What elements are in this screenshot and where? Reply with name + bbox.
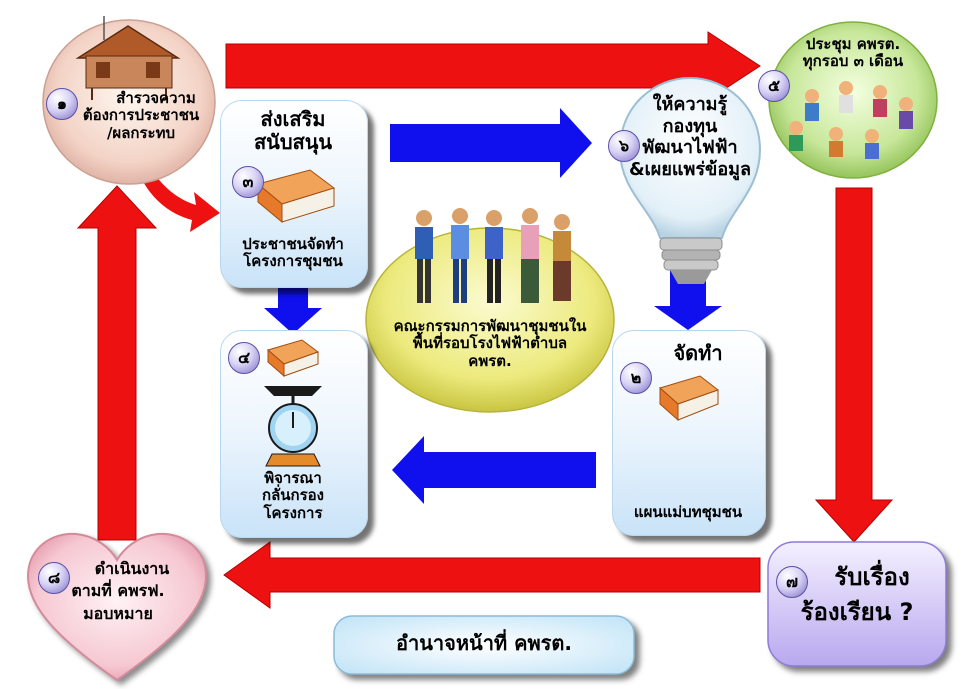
committee-line: คพรต. (468, 351, 512, 370)
plan-box (612, 330, 766, 536)
promote-title: ส่งเสริม สนับสนุน (220, 108, 366, 154)
promote-title-line: สนับสนุน (253, 130, 333, 154)
committee-line: พื้นที่รอบโรงไฟฟ้าตำบล (412, 334, 568, 353)
meeting-line: ประชุม คพรต. (805, 35, 901, 53)
arrow-plan-to-screen (392, 436, 596, 504)
step-number-badge: ๖ (608, 130, 640, 162)
knowledge-line: &เผยแพร่ข้อมูล (628, 158, 752, 180)
arrow-promote-to-knowledge (390, 108, 592, 178)
complaint-box (767, 541, 947, 667)
execute-line: ตามที่ คพรฟ. (71, 581, 165, 601)
arrow-meeting-to-complaint (814, 187, 894, 543)
complaint-label: รับเรื่อง ร้องเรียน ? (768, 560, 946, 630)
arrow-promote-to-screen (264, 282, 322, 334)
screen-caption-line: กลั่นกรอง (262, 486, 324, 505)
step-number-badge: ๗ (776, 566, 808, 598)
execute-heart (26, 532, 208, 682)
committee-label: คณะกรรมการพัฒนาชุมชนใน พื้นที่รอบโรงไฟฟ้… (366, 317, 614, 370)
arrow-survey-to-promote (140, 168, 220, 232)
step-number-badge: ๑ (46, 88, 78, 120)
step-number-badge: ๒ (620, 362, 652, 394)
title-pill (333, 615, 635, 675)
knowledge-label: ให้ความรู้ กองทุน พัฒนาไฟฟ้า &เผยแพร่ข้อ… (610, 94, 770, 180)
arrow-execute-to-survey (76, 185, 158, 541)
promote-title-line: ส่งเสริม (260, 107, 326, 131)
lightbulb-shape (618, 76, 762, 284)
screen-caption-line: โครงการ (263, 503, 323, 522)
meeting-label: ประชุม คพรต. ทุกรอบ ๓ เดือน (770, 35, 936, 71)
house-illustration (75, 16, 181, 100)
survey-label: สำรวจความ ต้องการประชาชน /ผลกระทบ (56, 89, 226, 142)
execute-line: มอบหมาย (83, 603, 153, 623)
execute-line: ดำเนินงาน (94, 559, 170, 578)
plan-title: จัดทำ (673, 341, 723, 365)
screen-caption: พิจารณา กลั่นกรอง โครงการ (220, 469, 366, 522)
screen-caption-line: พิจารณา (264, 469, 322, 487)
promote-caption-line: โครงการชุมชน (243, 252, 343, 271)
committee-people-illustration (415, 208, 571, 303)
step-number-badge: ๕ (758, 70, 790, 102)
survey-line: /ผลกระทบ (106, 123, 176, 142)
complaint-line: รับเรื่อง (834, 563, 910, 591)
arrow-survey-to-meeting (225, 31, 761, 101)
knowledge-line: กองทุน (662, 115, 718, 137)
complaint-line: ร้องเรียน ? (800, 597, 914, 626)
book-icon (256, 169, 336, 224)
committee-line: คณะกรรมการพัฒนาชุมชนใน (393, 317, 587, 335)
book-icon (266, 339, 320, 378)
arrow-complaint-to-execute (223, 541, 761, 609)
step-number-badge: ๔ (228, 342, 260, 374)
plan-caption: แผนแม่บทชุมชน (633, 503, 743, 521)
execute-label: ดำเนินงาน ตามที่ คพรฟ. มอบหมาย (30, 558, 206, 625)
meeting-line: ทุกรอบ ๓ เดือน (802, 52, 904, 71)
step-number-badge: ๓ (232, 166, 264, 198)
diagram-title: อำนาจหน้าที่ คพรต. (396, 631, 572, 655)
survey-line: สำรวจความ (116, 89, 196, 107)
knowledge-line: ให้ความรู้ (652, 94, 728, 115)
knowledge-line: พัฒนาไฟฟ้า (642, 137, 738, 159)
meeting-people-illustration (789, 81, 913, 159)
survey-line: ต้องการประชาชน (82, 106, 200, 125)
promote-caption-line: ประชาชนจัดทำ (242, 235, 344, 253)
scale-icon (264, 386, 322, 467)
step-number-badge: ๘ (38, 562, 70, 594)
promote-caption: ประชาชนจัดทำ โครงการชุมชน (220, 235, 366, 271)
book-icon (658, 375, 720, 422)
